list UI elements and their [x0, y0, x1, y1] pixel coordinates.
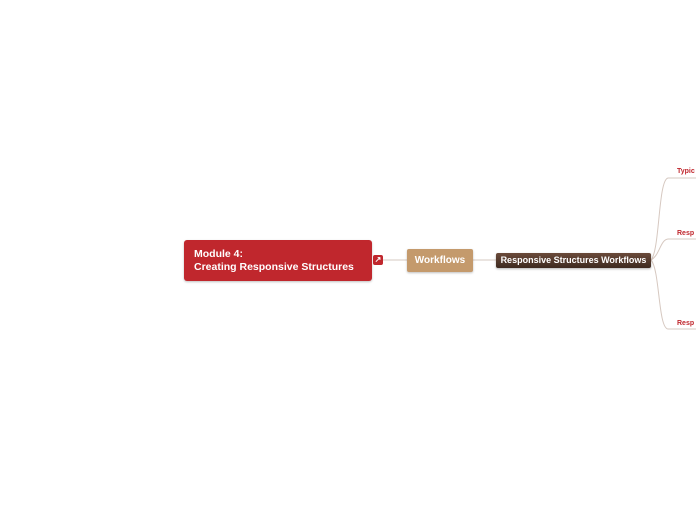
collapse-branch-icon[interactable]: ↗ — [373, 255, 383, 265]
connector-rsw-leaf-3 — [650, 259, 696, 330]
leaf-topic-2[interactable]: Resp — [677, 230, 695, 237]
leaf-topic-1[interactable]: Typic — [677, 168, 695, 175]
connector-rsw-leaf-2 — [650, 238, 696, 261]
leaf-topic-3[interactable]: Resp — [677, 320, 695, 327]
root-topic[interactable]: Module 4: Creating Responsive Structures — [184, 240, 372, 281]
root-topic-line-2: Creating Responsive Structures — [194, 261, 354, 273]
branch-topic-workflows[interactable]: Workflows — [407, 249, 473, 272]
subtopic-responsive-structures-workflows[interactable]: Responsive Structures Workflows — [496, 253, 651, 268]
root-topic-line-1: Module 4: — [194, 248, 243, 260]
connector-rsw-leaf-1 — [650, 177, 696, 261]
